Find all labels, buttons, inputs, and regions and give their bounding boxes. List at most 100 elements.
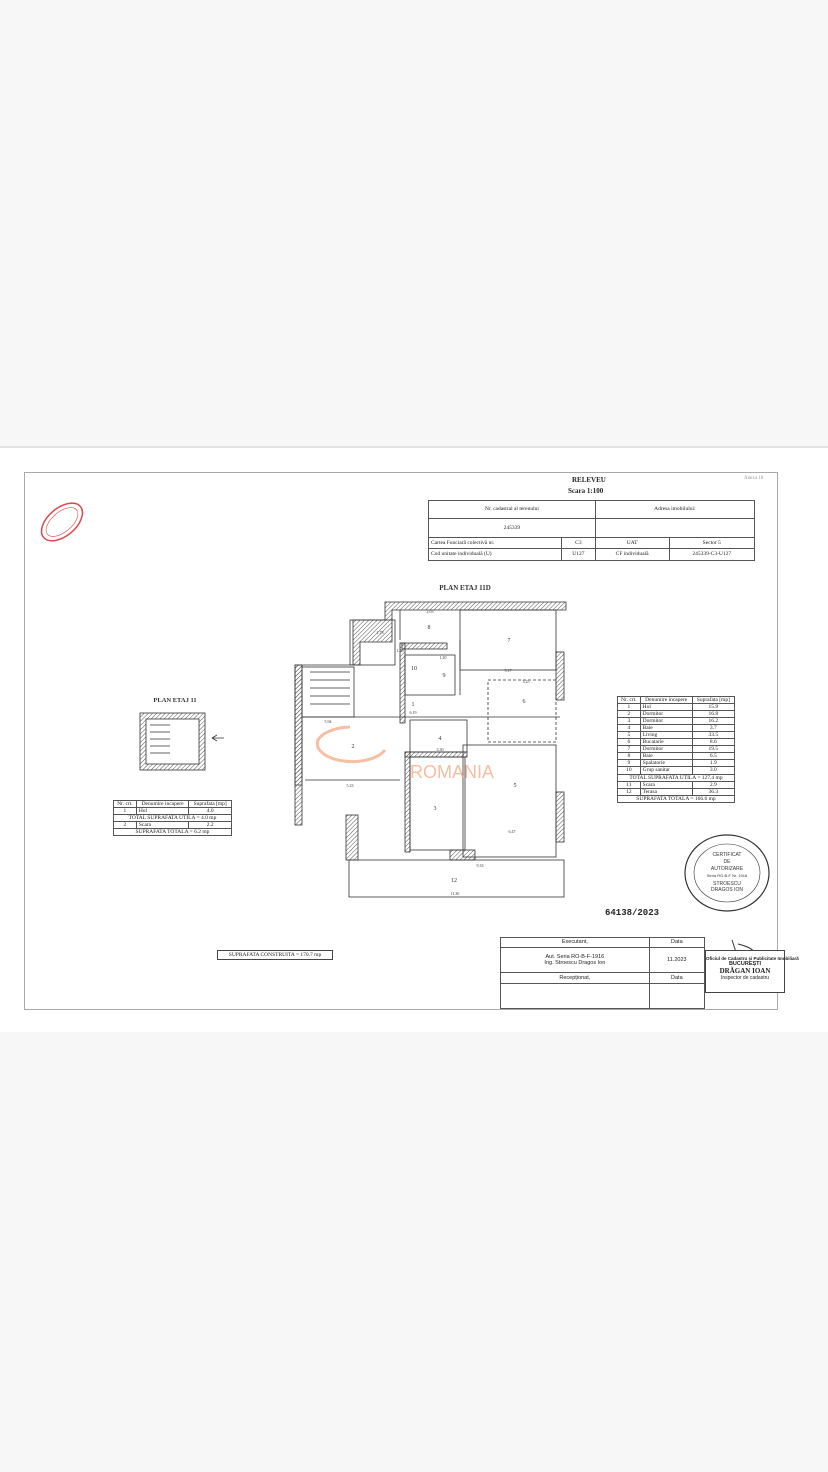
date-label: Data: [648, 937, 706, 948]
cell: 8: [617, 752, 641, 761]
cell: Scara: [135, 821, 190, 830]
cell: Dormitor: [639, 745, 693, 754]
cell: Living: [639, 731, 693, 740]
cell: 15.9: [691, 703, 736, 712]
ocpi-stamp: Oficiul de Cadastru și Publicitate Imobi…: [705, 950, 799, 993]
cfi-value: 245339-C3-U127: [668, 548, 756, 561]
cell: 1: [113, 807, 137, 816]
stamp-text: STROESCU: [713, 881, 741, 887]
cell: Baie: [639, 724, 693, 733]
dim-label: 1.20: [440, 655, 447, 660]
cell: 1: [617, 703, 641, 712]
cod-value: U127: [561, 548, 596, 561]
dim-label: 9.33: [477, 863, 484, 868]
cell: 2.2: [188, 821, 232, 830]
cell: 7: [617, 745, 641, 754]
dim-label: 1.30: [397, 648, 404, 653]
executant-name: Ing. Stroescu Dragos Ion: [544, 960, 606, 966]
cell: 12: [617, 787, 641, 796]
dim-label: 5.94: [325, 719, 332, 724]
room-10-label: 10: [411, 666, 417, 672]
cell: 4.0: [188, 807, 232, 816]
dim-label: 5.17: [505, 668, 512, 673]
room-2-label: 2: [352, 744, 355, 750]
cell: 8.6: [691, 738, 736, 747]
dim-label: 5.23: [347, 783, 354, 788]
total: SUPRAFATA TOTALA = 6.2 mp: [113, 828, 232, 837]
cell: 16.8: [691, 710, 736, 719]
scale-label: Scara 1:100: [568, 487, 604, 495]
room-5-label: 5: [514, 783, 517, 789]
cell: Grup sanitar: [639, 766, 693, 775]
cell: Scara: [639, 780, 693, 789]
cell: 10: [617, 766, 641, 775]
dim-label: 3.30: [437, 747, 444, 752]
registration-number: 64138/2023: [605, 908, 660, 918]
col-header: Nr. crt.: [113, 799, 137, 809]
dim-label: 6.47: [509, 829, 516, 834]
col-header: Denumire incapere: [135, 799, 190, 809]
stamp-role: Inspector de cadastru: [720, 975, 770, 981]
built-area: SUPRAFATA CONSTRUITA = 170.7 mp: [217, 950, 333, 960]
dim-label: 11.30: [451, 891, 460, 896]
cell: Dormitor: [639, 717, 693, 726]
cell: Terasa: [639, 787, 693, 796]
watermark-text: ROMANIA: [410, 762, 494, 782]
cell: 1.9: [691, 759, 736, 768]
cell: 6.5: [691, 752, 736, 761]
cell: 33.5: [691, 731, 736, 740]
room-12-label: 12: [451, 878, 457, 884]
room-4-label: 4: [439, 736, 442, 742]
date-label-2: Data: [648, 972, 706, 984]
cell: Hol: [639, 703, 693, 712]
cell: 36.3: [691, 787, 736, 796]
cod-label: Cod unitate individuală (U): [427, 548, 563, 561]
cell: 9: [617, 759, 641, 768]
cell: Hol: [135, 807, 190, 816]
room-9-label: 9: [443, 673, 446, 679]
cell: Baie: [639, 752, 693, 761]
receptionat-label: Recepționat,: [500, 972, 650, 984]
document-title: RELEVEU: [572, 476, 606, 484]
date-value: 11.2023: [648, 947, 706, 973]
cell: 2.9: [691, 780, 736, 789]
room-7-label: 7: [508, 638, 511, 644]
cell: 11: [617, 780, 641, 789]
cell: 3: [617, 717, 641, 726]
cell: 5: [617, 731, 641, 740]
cell: 3.0: [691, 766, 736, 775]
room-6-label: 6: [523, 699, 526, 705]
cell: 6: [617, 738, 641, 747]
floor-plan-11d: [294, 601, 567, 898]
executant-label: Executant,: [500, 937, 650, 948]
stamp-office: Oficiul de Cadastru și Publicitate Imobi…: [706, 956, 799, 961]
watermark-logo: [315, 725, 387, 764]
col-header: Denumire incapere: [639, 695, 693, 705]
stamp-text: Seria RO-B-F Nr. 1916: [707, 873, 748, 878]
annex-label: Anexa 18: [744, 476, 764, 481]
dim-label: 3.25: [523, 679, 530, 684]
total: SUPRAFATA TOTALA = 166.6 mp: [617, 794, 735, 803]
arrow-icon: [211, 734, 224, 742]
cell: 19.5: [691, 745, 736, 754]
red-stamp: [40, 502, 84, 542]
room-1-label: 1: [412, 702, 415, 708]
plan-11d-title: PLAN ETAJ 11D: [439, 584, 491, 592]
